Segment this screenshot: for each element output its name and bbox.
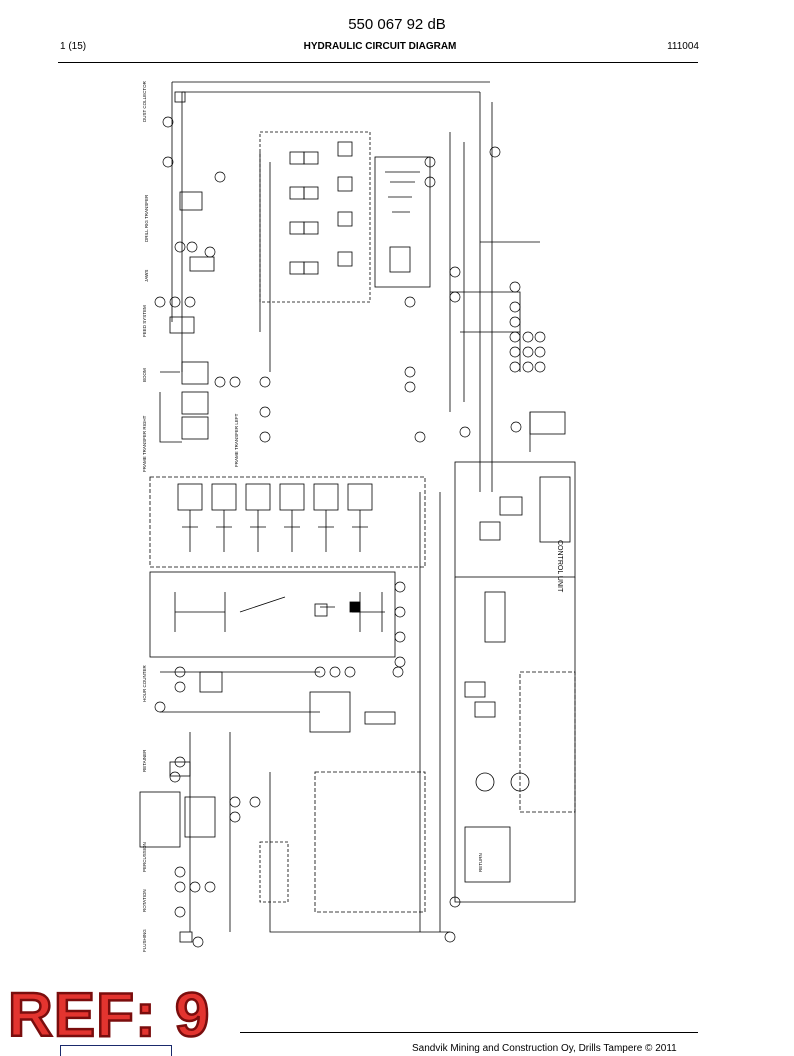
label-feed-system: FEED SYSTEM xyxy=(142,305,147,337)
document-number: 550 067 92 dB xyxy=(348,16,446,33)
label-return: RETURN xyxy=(478,853,483,872)
pressure-line xyxy=(172,81,490,372)
date-code: 111004 xyxy=(667,41,699,52)
callout-circles xyxy=(154,116,546,948)
valve-bank-lower xyxy=(314,771,426,913)
label-retainer: RETAINER xyxy=(142,749,147,772)
main-control-valve-block xyxy=(149,476,426,568)
header-rule xyxy=(58,62,698,63)
copyright-footer: Sandvik Mining and Construction Oy, Dril… xyxy=(412,1043,677,1054)
logo xyxy=(60,1045,172,1056)
hydraulic-circuit-diagram: DUST COLLECTOR DRILL RIG TRANSFER JAWS F… xyxy=(139,80,576,952)
page-title: HYDRAULIC CIRCUIT DIAGRAM xyxy=(303,41,457,52)
label-hour-counter: HOUR COUNTER xyxy=(142,665,147,702)
ref-watermark: REF: 9 xyxy=(7,981,211,1050)
page-number: 1 (15) xyxy=(60,41,87,52)
pressure-line xyxy=(171,82,493,492)
lever-panel xyxy=(149,571,396,658)
label-frame-transfer-left: FRAME TRANSFER LEFT xyxy=(234,413,239,467)
label-drill-rig-transfer: DRILL RIG TRANSFER xyxy=(144,194,149,242)
label-flushing: FLUSHING xyxy=(142,929,147,952)
label-dust-collector: DUST COLLECTOR xyxy=(142,80,147,122)
valve-cells-upper xyxy=(289,141,353,275)
label-rotation: ROTATION xyxy=(142,889,147,912)
label-boom: BOOM xyxy=(142,368,147,382)
label-jaws: JAWS xyxy=(144,270,149,282)
footer-rule xyxy=(240,1032,698,1033)
valve-bank-upper xyxy=(259,131,371,303)
label-frame-transfer-right: FRAME TRANSFER RIGHT xyxy=(142,415,147,472)
control-unit-frame xyxy=(454,461,576,578)
label-control-unit: CONTROL UNIT xyxy=(556,540,563,593)
directional-valves xyxy=(177,483,373,552)
control-panel-upper xyxy=(374,156,431,288)
label-percussion: PERCUSSION xyxy=(142,842,147,872)
